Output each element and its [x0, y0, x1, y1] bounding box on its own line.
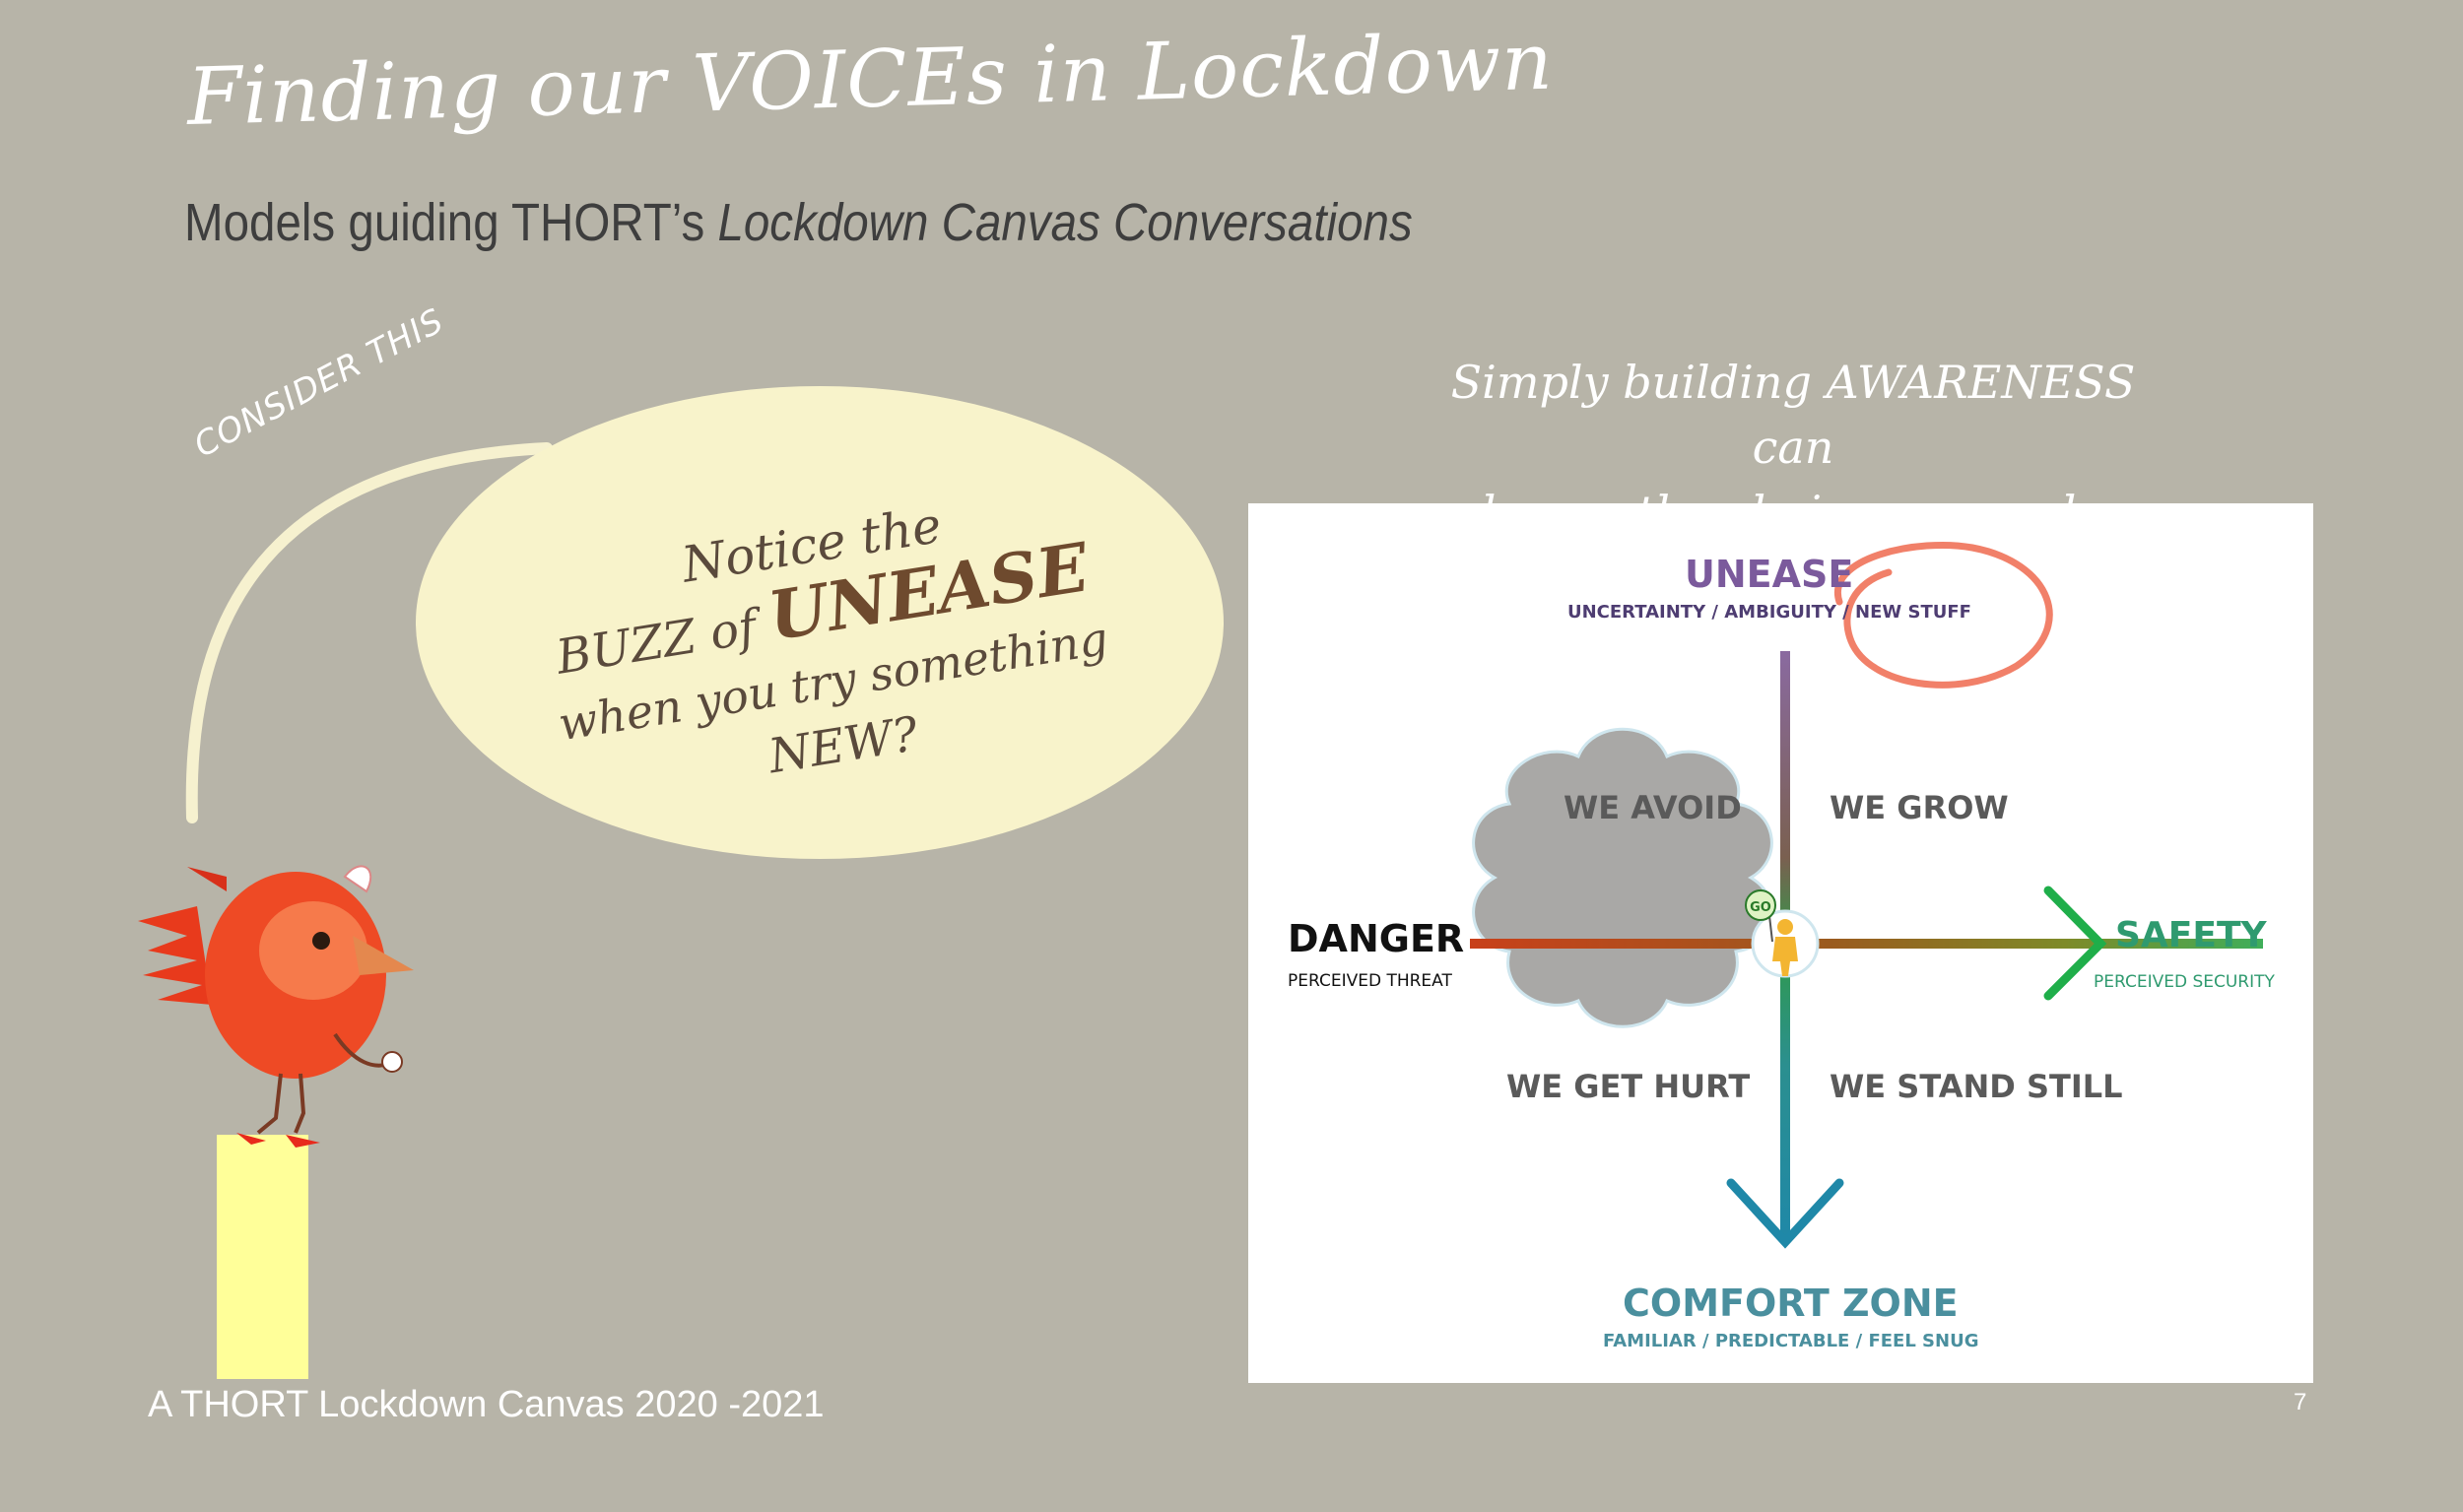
- danger-label: DANGER: [1288, 917, 1465, 960]
- page-subtitle: Models guiding THORT’s Lockdown Canvas C…: [184, 192, 1413, 253]
- comfort-arrowhead: [1726, 1178, 1844, 1249]
- tagline-line-1: Simply building AWARENESS can: [1450, 356, 2136, 474]
- quadrant-we-grow: WE GROW: [1830, 789, 2009, 826]
- footer-credit: A THORT Lockdown Canvas 2020 -2021: [148, 1384, 825, 1425]
- diagram-graphics: GO: [1470, 542, 2263, 1249]
- go-sign-icon: [1745, 889, 1776, 921]
- pedestal: [217, 1135, 308, 1379]
- person-icon: [1767, 906, 1798, 976]
- subtitle-prefix: Models guiding THORT’s: [184, 193, 718, 252]
- page-number: 7: [2294, 1389, 2307, 1415]
- highlight-circle: [1833, 542, 2053, 689]
- quadrant-we-avoid: WE AVOID: [1564, 789, 1742, 826]
- consider-arc: [185, 442, 553, 823]
- subtitle-italic: Lockdown Canvas Conversations: [717, 193, 1413, 252]
- danger-subtitle: PERCEIVED THREAT: [1288, 971, 1452, 991]
- brain-icon: [1472, 727, 1773, 1028]
- speech-bubble: [416, 386, 1224, 859]
- quadrant-we-stand-still: WE STAND STILL: [1830, 1068, 2123, 1105]
- unease-label: UNEASE: [1685, 553, 1854, 596]
- bird-character-icon: [138, 865, 414, 1148]
- go-sign-label: GO: [1750, 900, 1771, 915]
- quadrant-we-get-hurt: WE GET HURT: [1506, 1068, 1751, 1105]
- comfort-zone-label: COMFORT ZONE: [1623, 1282, 1959, 1325]
- safety-subtitle: PERCEIVED SECURITY: [2094, 972, 2275, 992]
- unease-subtitle: UNCERTAINTY / AMBIGUITY / NEW STUFF: [1567, 602, 1971, 623]
- comfort-zone-subtitle: FAMILIAR / PREDICTABLE / FEEL SNUG: [1603, 1331, 1979, 1351]
- safety-arrowhead: [2043, 886, 2107, 1001]
- safety-label: SAFETY: [2115, 915, 2267, 955]
- horizontal-axis: [1470, 939, 2263, 949]
- comfort-zone-diagram: GO UNEASE UNCERTAINTY / AMBIGUITY / NEW …: [1248, 503, 2313, 1383]
